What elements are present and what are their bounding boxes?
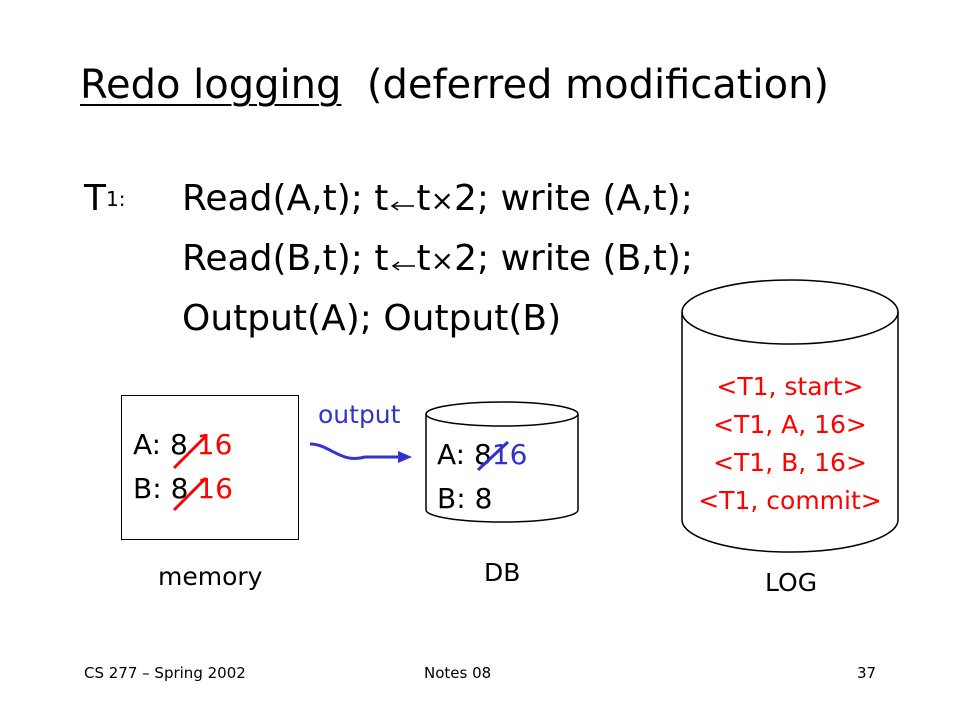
memory-b-new: 16: [197, 472, 233, 505]
transaction-name: T1:: [84, 178, 126, 219]
output-arrow-icon: [309, 442, 412, 463]
memory-box: [121, 395, 299, 540]
db-row-a: A: 816: [437, 438, 528, 471]
memory-b-strike: [172, 476, 208, 512]
slide-title: Redo logging (deferred modification): [80, 62, 829, 108]
title-main: Redo logging: [80, 62, 342, 108]
db-label: DB: [484, 558, 521, 587]
memory-row-b: B: 8 16: [133, 472, 233, 505]
log-cylinder-icon: [681, 279, 899, 553]
log-entry: <T1, A, 16>: [713, 410, 867, 439]
footer-page-number: 37: [857, 664, 877, 682]
title-sub: (deferred modification): [366, 62, 830, 108]
output-label: output: [318, 400, 401, 429]
footer-course: CS 277 – Spring 2002: [84, 664, 246, 682]
log-entry: <T1, B, 16>: [713, 448, 867, 477]
memory-row-a: A: 8 16: [133, 428, 233, 461]
log-entry: <T1, commit>: [698, 486, 882, 515]
db-a-strike: [476, 440, 510, 472]
log-label: LOG: [765, 568, 818, 597]
memory-b-old: 8: [170, 472, 189, 505]
db-a-new: 16: [491, 438, 528, 471]
multiply-sign: ×: [430, 184, 455, 217]
memory-label: memory: [158, 562, 263, 591]
db-row-b: B: 8: [437, 482, 493, 515]
db-cylinder-icon: [425, 401, 579, 523]
log-entry: <T1, start>: [716, 372, 864, 401]
memory-a-old: 8: [170, 428, 188, 461]
memory-a-new: 16: [196, 428, 233, 461]
multiply-sign: ×: [430, 244, 455, 277]
memory-a-strike: [172, 434, 208, 470]
transaction-subscript: 1:: [106, 187, 126, 211]
footer-notes: Notes 08: [424, 664, 492, 682]
code-line-output: Output(A); Output(B): [182, 298, 562, 339]
